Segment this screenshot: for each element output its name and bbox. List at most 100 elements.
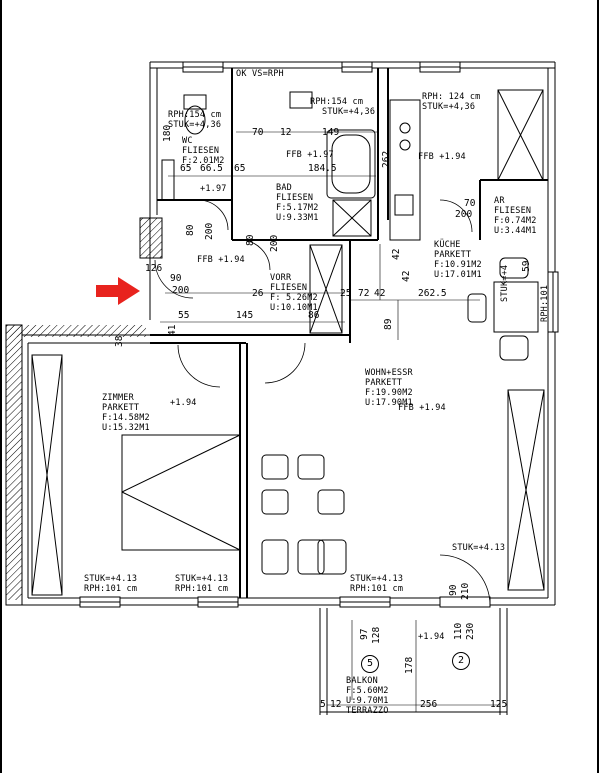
dim-2625: 262.5 <box>418 288 447 299</box>
room-vorr-name: VORR <box>270 273 292 283</box>
room-wc-area: F:2.01M2 <box>182 156 225 166</box>
dim-65: 65 <box>180 163 192 174</box>
note-zimmer-1-rph: RPH:101 cm <box>84 584 138 594</box>
hatched-wall-top <box>6 325 146 337</box>
dim-89: 89 <box>383 318 394 330</box>
room-bad-floor: FLIESEN <box>276 193 314 203</box>
room-wc-name: WC <box>182 136 193 146</box>
dim-90a: 90 <box>170 273 182 284</box>
dim-200c: 200 <box>455 209 473 220</box>
seating-group <box>261 454 347 575</box>
room-balkon-volume: U:9.70M1 <box>346 696 389 706</box>
dim-26: 26 <box>252 288 264 299</box>
room-zimmer-name: ZIMMER <box>102 393 134 403</box>
section-marker-2: 2 <box>452 652 470 670</box>
zimmer-wardrobe <box>31 354 63 596</box>
dim-12: 12 <box>280 127 292 138</box>
balcony <box>319 608 508 715</box>
dim-178: 178 <box>404 656 415 674</box>
room-kueche-name: KÜCHE <box>434 240 461 250</box>
dim-65b: 65 <box>234 163 246 174</box>
shower-tray <box>332 199 372 237</box>
dim-38: 38 <box>114 335 125 347</box>
room-balkon-floor: TERRAZZO <box>346 706 389 716</box>
note-kitchen-stuk: STUK=+4,36 <box>422 102 476 112</box>
note-wohn-rph: RPH:101 cm <box>350 584 404 594</box>
dim-25: 25 <box>340 288 352 299</box>
room-balkon-area: F:5.60M2 <box>346 686 389 696</box>
door-swings <box>154 199 491 606</box>
dim-125: 125 <box>490 699 508 710</box>
note-zimmer-1-stuk: STUK=+4.13 <box>84 574 138 584</box>
section-marker-5: 5 <box>361 655 379 673</box>
room-ar-volume: U:3.44M1 <box>494 226 537 236</box>
dim-55: 55 <box>178 310 190 321</box>
room-wohn-volume: U:17.90M1 <box>365 398 413 408</box>
note-wc-stuk: STUK=+4,36 <box>168 120 222 130</box>
room-ar-area: F:0.74M2 <box>494 216 537 226</box>
room-zimmer-area: F:14.58M2 <box>102 413 150 423</box>
dim-149: 149 <box>322 127 340 138</box>
wc-sink <box>161 159 175 201</box>
note-wc-window: RPH:154 cm <box>168 110 222 120</box>
note-kitchen-side: STUK=+4 <box>500 264 510 302</box>
dim-210a: 210 <box>460 582 471 600</box>
red-arrow-icon <box>96 277 140 305</box>
room-vorr-area: F: 5.26M2 <box>270 293 318 303</box>
room-zimmer-ffb: +1.94 <box>170 398 197 408</box>
note-bath-stuk: STUK=+4,36 <box>322 107 376 117</box>
room-bad-ffb: FFB +1.97 <box>286 150 334 160</box>
note-wohn-stuk: STUK=+4.13 <box>350 574 404 584</box>
dim-72: 72 <box>358 288 370 299</box>
wc-toilet <box>183 94 207 135</box>
dim-97: 97 <box>359 628 370 640</box>
kitchen-counter <box>389 89 544 241</box>
dim-86: 86 <box>308 310 320 321</box>
note-zimmer-2-stuk: STUK=+4.13 <box>175 574 229 584</box>
room-bad-area: F:5.17M2 <box>276 203 319 213</box>
dim-145: 145 <box>236 310 254 321</box>
dim-70b: 70 <box>464 198 476 209</box>
note-zimmer-2-rph: RPH:101 cm <box>175 584 229 594</box>
dim-110: 110 <box>453 622 464 640</box>
room-vorr-ffb: FFB +1.94 <box>197 255 245 265</box>
dim-42a: 42 <box>391 248 402 260</box>
dim-200a: 200 <box>204 222 215 240</box>
dim-90b: 90 <box>448 584 459 596</box>
room-ar-name: AR <box>494 196 505 206</box>
dim-200d: 200 <box>172 285 190 296</box>
dim-42c: 42 <box>374 288 386 299</box>
dim-230: 230 <box>465 622 476 640</box>
room-wohn-floor: PARKETT <box>365 378 403 388</box>
room-wohn-name: WOHN+ESSR <box>365 368 413 378</box>
room-zimmer-volume: U:15.32M1 <box>102 423 150 433</box>
room-wc-ffb: +1.97 <box>200 184 227 194</box>
note-kitchen-side-rph: RPH:101 <box>540 284 550 322</box>
room-vorr-floor: FLIESEN <box>270 283 308 293</box>
dim-1845: 184.5 <box>308 163 337 174</box>
dim-41: 41 <box>167 324 178 336</box>
dim-262: 262 <box>381 150 392 168</box>
top-windows <box>182 61 461 73</box>
dim-128: 128 <box>371 626 382 644</box>
dim-59: 59 <box>521 260 532 272</box>
room-balkon-name: BALKON <box>346 676 378 686</box>
dim-80a: 80 <box>185 224 196 236</box>
room-bad-volume: U:9.33M1 <box>276 213 319 223</box>
note-top-center: OK VS=RPH <box>236 69 284 79</box>
room-bad-name: BAD <box>276 183 292 193</box>
dim-180: 180 <box>162 124 173 142</box>
dim-5: 5 <box>320 699 326 710</box>
room-wohn-area: F:19.90M2 <box>365 388 413 398</box>
bath-sink <box>289 91 313 109</box>
note-door-stuk: STUK=+4.13 <box>452 543 506 553</box>
dim-80b: 80 <box>245 234 256 246</box>
dim-126: 126 <box>145 263 163 274</box>
bathtub <box>326 129 376 199</box>
note-bath-window: RPH:154 cm <box>310 97 364 107</box>
dining-table <box>467 257 539 361</box>
room-kueche-ffb: FFB +1.94 <box>418 152 466 162</box>
dim-256: 256 <box>420 699 438 710</box>
note-kitchen-window: RPH: 124 cm <box>422 92 481 102</box>
room-wohn-ffb: FFB +1.94 <box>398 403 446 413</box>
